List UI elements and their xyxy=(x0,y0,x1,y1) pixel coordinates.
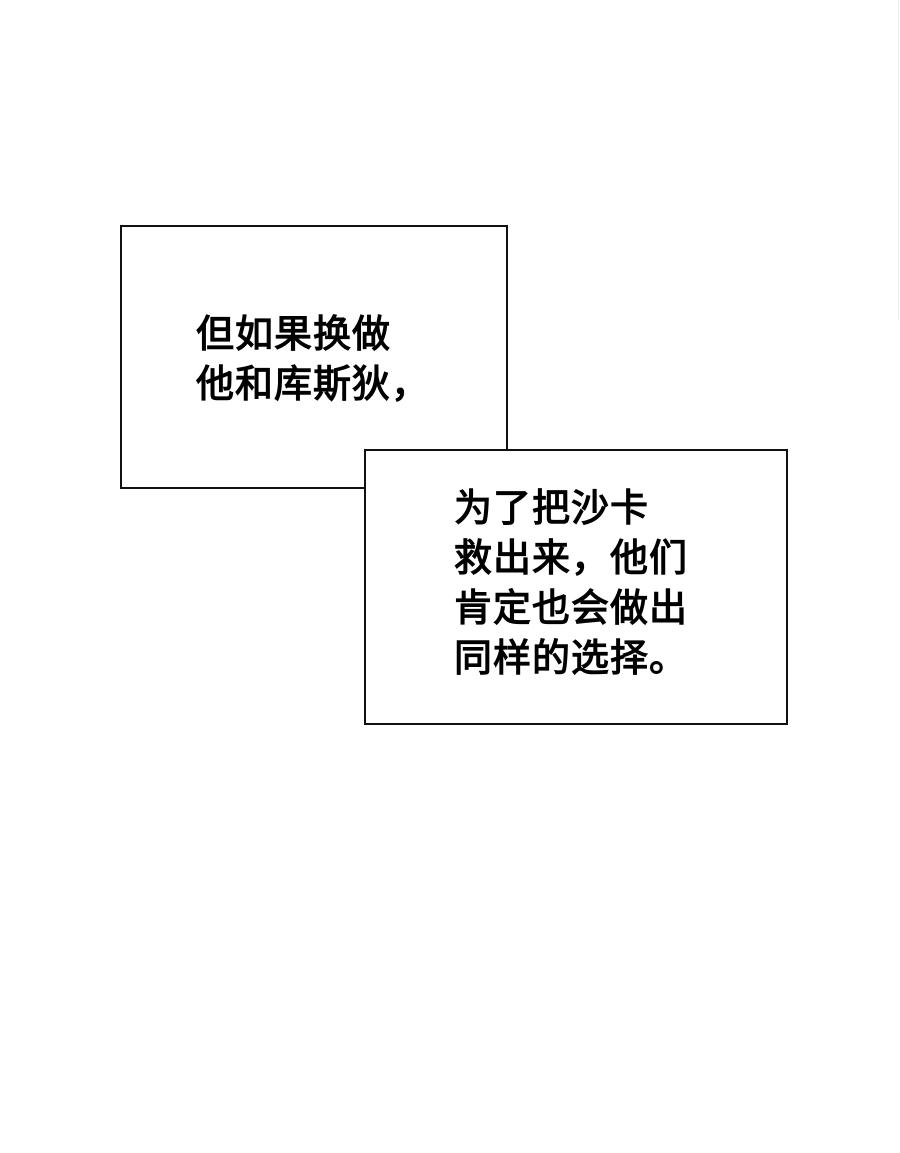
caption-text-1: 但如果换做 他和库斯狄， xyxy=(196,309,430,409)
caption-line: 肯定也会做出 xyxy=(454,586,689,630)
caption-line: 他和库斯狄， xyxy=(196,362,431,406)
caption-line: 救出来，他们 xyxy=(454,536,689,580)
caption-box-2: 为了把沙卡 救出来，他们 肯定也会做出 同样的选择。 xyxy=(364,449,788,725)
caption-line: 但如果换做 xyxy=(196,312,392,356)
caption-line: 同样的选择。 xyxy=(454,636,689,680)
caption-text-2: 为了把沙卡 救出来，他们 肯定也会做出 同样的选择。 xyxy=(454,483,688,683)
page-edge-line xyxy=(898,0,899,320)
caption-line: 为了把沙卡 xyxy=(454,486,650,530)
caption-box-1: 但如果换做 他和库斯狄， xyxy=(120,225,508,489)
